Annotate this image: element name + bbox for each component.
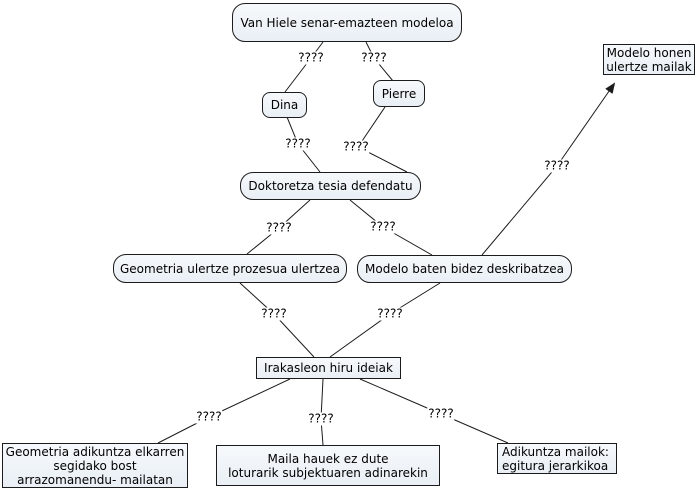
connector-van-hiele-dina xyxy=(284,41,324,93)
link-label-geometria-irakasleon[interactable]: ???? xyxy=(260,306,288,321)
concept-node-doktoretza[interactable]: Doktoretza tesia defendatu xyxy=(240,172,421,200)
node-label-line: arrazomanendu- mailatan xyxy=(17,472,173,487)
node-label: Dina xyxy=(270,98,299,112)
link-label-doktoretza-modelo-baten[interactable]: ???? xyxy=(369,219,397,234)
node-label-line: loturarik subjektuaren adinarekin xyxy=(228,465,428,480)
link-label-dina-doktoretza[interactable]: ???? xyxy=(284,136,312,151)
node-label: Modelo baten bidez deskribatzea xyxy=(365,262,564,276)
node-label-line: Modelo honen xyxy=(606,45,692,60)
node-label-line: Geometria adikuntza elkarren xyxy=(5,444,185,459)
link-label-modelo-baten-irakasleon[interactable]: ???? xyxy=(376,306,404,321)
node-label-line: segidako bost xyxy=(53,458,137,473)
node-label: Geometria ulertze prozesua ulertzea xyxy=(119,261,341,276)
connector-irakasleon-geometria-adikuntza xyxy=(157,378,291,444)
link-label-pierre-doktoretza[interactable]: ???? xyxy=(342,139,370,154)
link-label-irakasleon-geometria-adikuntza[interactable]: ???? xyxy=(195,409,223,424)
node-label-line: Maila hauek ez dute xyxy=(267,451,389,466)
concept-node-dina[interactable]: Dina xyxy=(262,92,307,118)
node-label: Irakasleon hiru ideiak xyxy=(264,361,393,375)
node-label-line: egitura jerarkikoa xyxy=(502,458,609,473)
link-label-modelo-baten-modelo-honen[interactable]: ???? xyxy=(543,158,571,173)
node-label-line: Adikuntza mailok: xyxy=(502,444,609,459)
concept-node-maila-hauek[interactable]: Maila hauek ez dute loturarik subjektuar… xyxy=(216,445,440,486)
link-label-irakasleon-adikuntza-mailok[interactable]: ???? xyxy=(427,406,455,421)
concept-node-pierre[interactable]: Pierre xyxy=(373,80,425,107)
link-label-van-hiele-pierre[interactable]: ???? xyxy=(360,50,388,65)
concept-node-geometria-adikuntza[interactable]: Geometria adikuntza elkarren segidako bo… xyxy=(2,443,188,488)
concept-node-geometria-ulertze[interactable]: Geometria ulertze prozesua ulertzea xyxy=(113,254,347,283)
link-label-van-hiele-dina[interactable]: ???? xyxy=(297,50,325,65)
concept-node-modelo-baten[interactable]: Modelo baten bidez deskribatzea xyxy=(357,255,572,283)
concept-node-van-hiele[interactable]: Van Hiele senar-emazteen modeloa xyxy=(232,3,462,42)
concept-node-modelo-honen[interactable]: Modelo honen ulertze mailak xyxy=(603,44,695,75)
concept-node-adikuntza-mailok[interactable]: Adikuntza mailok: egitura jerarkikoa xyxy=(497,443,617,474)
link-label-irakasleon-maila-hauek[interactable]: ???? xyxy=(307,411,335,426)
node-label: Pierre xyxy=(381,86,417,101)
node-label: Doktoretza tesia defendatu xyxy=(248,179,413,193)
link-label-doktoretza-geometria[interactable]: ???? xyxy=(265,220,293,235)
node-label-line: ulertze mailak xyxy=(606,59,692,74)
node-label: Van Hiele senar-emazteen modeloa xyxy=(240,15,454,30)
concept-node-irakasleon[interactable]: Irakasleon hiru ideiak xyxy=(256,357,401,379)
